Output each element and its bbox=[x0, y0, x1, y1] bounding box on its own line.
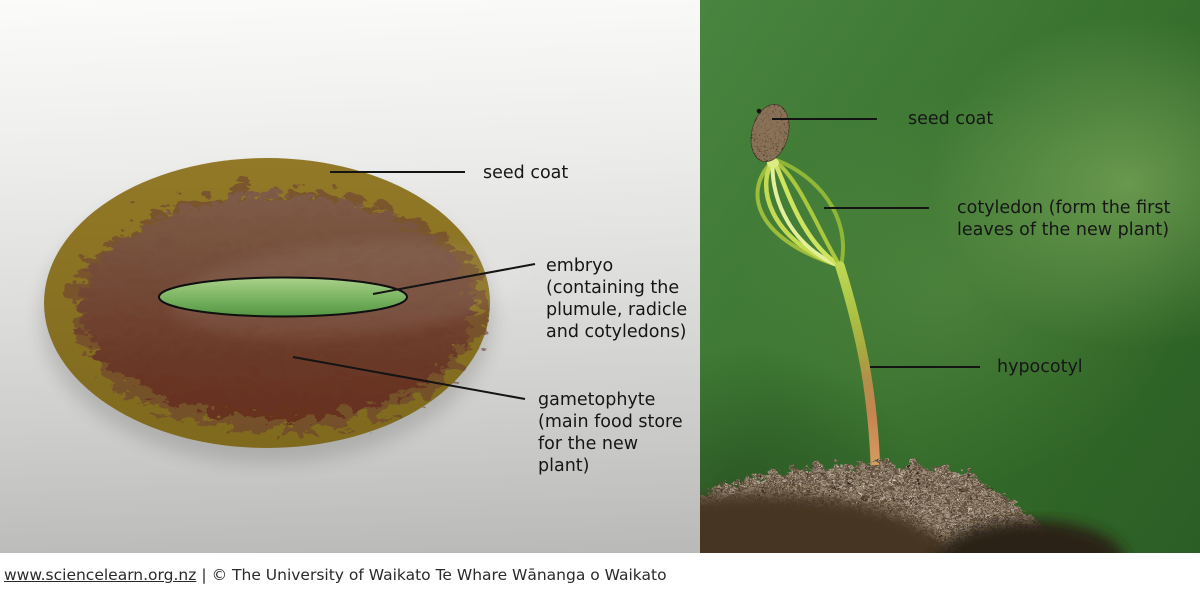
seed-diagram-illustration bbox=[41, 158, 536, 463]
cotyledon-strands bbox=[755, 158, 845, 269]
seed-coat-label: seed coat bbox=[483, 163, 569, 183]
footer-credit: © The University of Waikato Te Whare Wān… bbox=[211, 566, 667, 584]
cotyledon-label: cotyledon (form the first leaves of the … bbox=[957, 198, 1171, 240]
embryo-shape bbox=[158, 276, 408, 318]
embryo-leader-line bbox=[372, 263, 536, 295]
hypocotyl-label: hypocotyl bbox=[997, 357, 1083, 377]
soil-foreground-blur-right bbox=[937, 520, 1123, 553]
seed-diagram-panel bbox=[0, 0, 700, 553]
soil-foreground-blur bbox=[700, 494, 952, 553]
footer-text: www.sciencelearn.org.nz|© The University… bbox=[4, 566, 667, 584]
embryo-label: embryo (containing the plumule, radicle … bbox=[546, 256, 688, 342]
seed-coat-photo-label: seed coat bbox=[908, 109, 994, 129]
seed-coat-tip-dot bbox=[756, 108, 762, 114]
hypocotyl-stem bbox=[835, 261, 881, 489]
footer: www.sciencelearn.org.nz|© The University… bbox=[0, 553, 1200, 596]
seedling-photo-illustration bbox=[700, 104, 1123, 553]
seed-coat-capsule bbox=[750, 104, 790, 162]
gametophyte-leader-line bbox=[292, 356, 526, 400]
footer-separator: | bbox=[201, 566, 207, 584]
seedling-photo-panel bbox=[700, 0, 1200, 553]
gametophyte-label: gametophyte (main food store for the new… bbox=[538, 390, 683, 476]
sciencelearn-link[interactable]: www.sciencelearn.org.nz bbox=[4, 566, 197, 584]
